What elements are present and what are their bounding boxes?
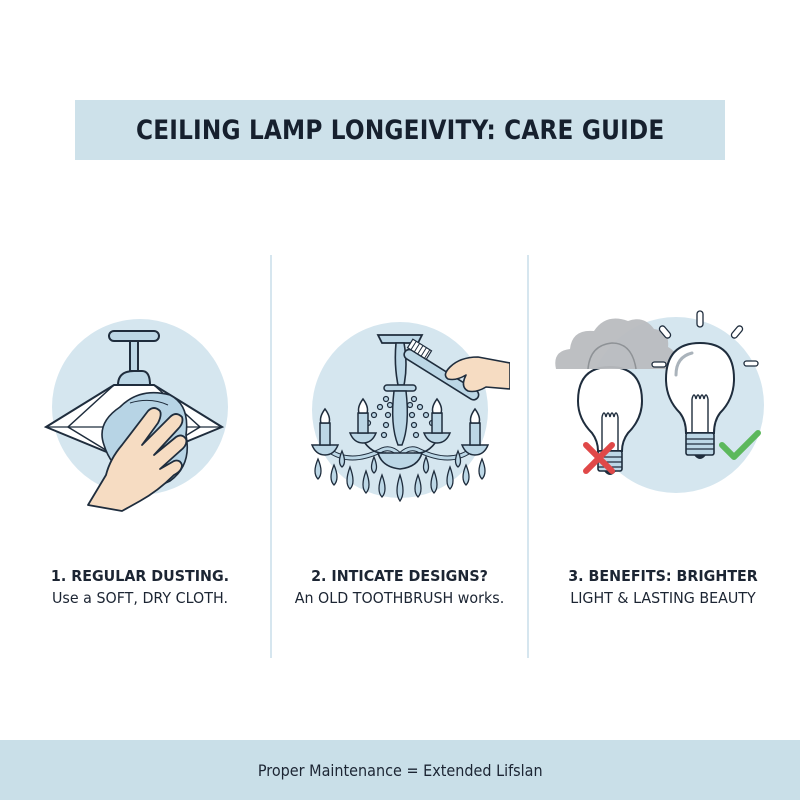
step-caption-2: 2. INTICATE DESIGNS? An OLD TOOTHBRUSH w… xyxy=(272,565,527,609)
step-caption-1: 1. REGULAR DUSTING. Use a SOFT, DRY CLOT… xyxy=(10,565,270,609)
step-panel-2: 2. INTICATE DESIGNS? An OLD TOOTHBRUSH w… xyxy=(272,255,527,658)
step-body: LIGHT & LASTING BEAUTY xyxy=(570,589,756,607)
pendant-lamp-cloth-icon xyxy=(43,319,228,512)
check-mark-icon xyxy=(719,430,761,460)
title-banner: CEILING LAMP LONGEIVITY: CARE GUIDE xyxy=(75,100,725,160)
step-heading: 2. INTICATE DESIGNS? xyxy=(311,567,488,585)
chandelier-illustration xyxy=(272,295,527,515)
step-heading: 1. REGULAR DUSTING. xyxy=(50,567,230,585)
dusting-illustration xyxy=(10,295,270,515)
page-title: CEILING LAMP LONGEIVITY: CARE GUIDE xyxy=(135,114,665,146)
step-body: Use a SOFT, DRY CLOTH. xyxy=(51,589,229,607)
column-divider-2 xyxy=(527,255,529,658)
step-caption-3: 3. BENEFITS: BRIGHTER LIGHT & LASTING BE… xyxy=(529,565,797,609)
chandelier-toothbrush-icon xyxy=(310,322,510,503)
step-panel-1: 1. REGULAR DUSTING. Use a SOFT, DRY CLOT… xyxy=(10,255,270,658)
benefits-illustration xyxy=(529,295,797,515)
bright-bulb-icon xyxy=(664,341,736,459)
step-body: An OLD TOOTHBRUSH works. xyxy=(294,589,505,607)
bulb-comparison-icon xyxy=(555,310,764,493)
step-panel-3: 3. BENEFITS: BRIGHTER LIGHT & LASTING BE… xyxy=(529,255,797,658)
column-divider-1 xyxy=(270,255,272,658)
step-heading: 3. BENEFITS: BRIGHTER xyxy=(568,567,758,585)
footer-banner: Proper Maintenance = Extended Lifslan xyxy=(0,740,800,800)
footer-text: Proper Maintenance = Extended Lifslan xyxy=(257,760,543,780)
x-mark-icon xyxy=(583,442,615,474)
